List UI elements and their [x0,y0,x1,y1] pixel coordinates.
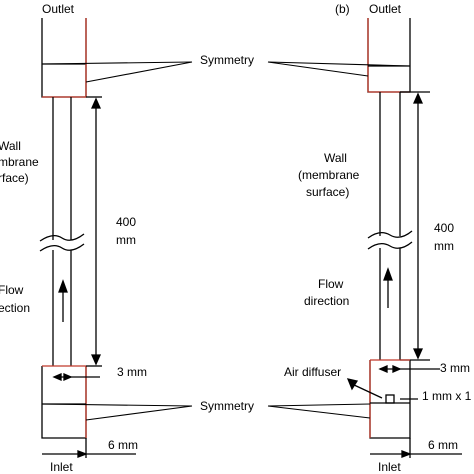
symmetry-top-left-line-1 [41,61,193,65]
right-flow-label-line2: direction [304,294,349,308]
left-flow-label-line2: ection [0,301,30,315]
left-gap-arrow-left [52,373,62,381]
left-break-mark-2 [39,243,85,252]
right-flow-label-line1: Flow [318,277,344,291]
symmetry-bottom-left-line-1 [41,403,193,407]
left-inlet-label: Inlet [50,460,73,474]
left-wall-label-line3: rface) [0,171,29,185]
left-wall-label-line2: mbrane [0,155,39,169]
right-gap-label: 3 mm [440,361,470,375]
symmetry-bottom-right-line-2 [267,405,371,419]
symmetry-bottom-left-line-2 [85,405,193,421]
air-diffuser-pointer [351,383,383,399]
symmetry-top-right-line-2 [267,61,369,77]
right-length-value: 400 [434,221,454,235]
left-outlet-block [41,18,87,98]
right-length-arrow-bottom [412,348,424,360]
right-break-mark-1 [367,230,413,239]
right-wall-label-line1: Wall [324,151,347,165]
symmetry-top-label: Symmetry [200,53,254,67]
left-length-arrow-bottom [90,354,102,366]
left-gap-arrow-right [63,373,73,381]
left-gap-label: 3 mm [117,365,147,379]
left-width-arrow [77,450,88,458]
air-diffuser-square [385,394,395,404]
left-flow-arrowhead [58,279,68,293]
left-length-value: 400 [116,215,136,229]
left-outlet-label: Outlet [42,2,75,16]
left-flow-label-line1: Flow [0,283,24,297]
right-outlet-label: Outlet [369,2,402,16]
symmetry-bottom-label: Symmetry [200,399,254,413]
right-width-label: 6 mm [428,438,458,452]
right-wall-label-line2: (membrane [298,168,360,182]
right-inlet-label: Inlet [378,460,401,474]
left-wall-label-line1: Wall [0,139,21,153]
right-break-mark-2 [367,241,413,250]
right-panel-label: (b) [335,2,350,16]
symmetry-bottom-right-line-1 [267,403,371,407]
right-flow-arrowhead [383,267,393,281]
left-length-unit: mm [116,233,136,247]
right-outlet-block [367,18,411,93]
air-diffuser-size-label: 1 mm x 1 [422,389,472,403]
symmetry-top-right-line-1 [267,61,411,67]
air-diffuser-label: Air diffuser [284,365,341,379]
air-diffuser-pointer-head [346,378,359,391]
right-length-arrow-top [412,92,424,104]
right-width-arrow [401,450,412,458]
symmetry-top-left-line-2 [85,61,193,83]
right-wall-label-line3: surface) [306,185,349,199]
left-width-label: 6 mm [108,438,138,452]
left-length-arrow-top [90,97,102,109]
right-length-unit: mm [434,239,454,253]
left-break-mark-1 [39,233,85,242]
symmetry-indicators [41,61,411,421]
